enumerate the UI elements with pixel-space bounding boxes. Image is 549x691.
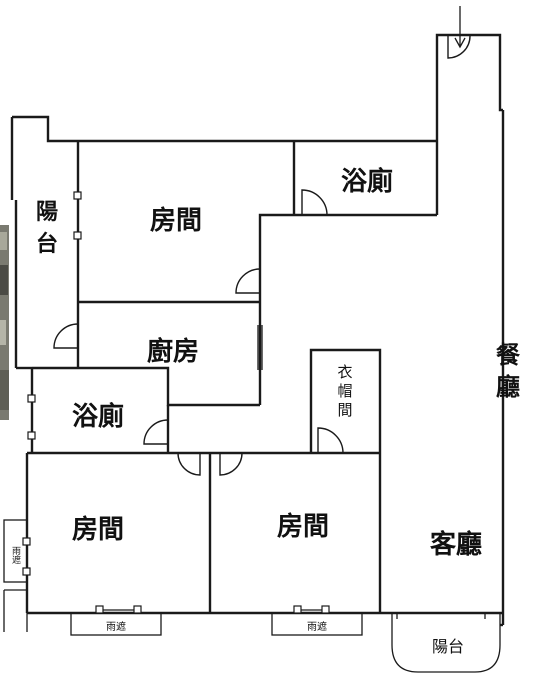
entrance-arrow-icon xyxy=(454,6,466,49)
windows xyxy=(22,191,486,619)
label-bedroom-right: 房間 xyxy=(277,512,329,542)
label-living: 客廳 xyxy=(430,529,482,560)
rain-shelter-bottom-left xyxy=(70,612,162,636)
label-dining-top: 餐 xyxy=(496,340,521,369)
label-bath-top: 浴廁 xyxy=(341,166,393,197)
label-bedroom-left: 房間 xyxy=(72,515,124,545)
label-balcony-bottom: 陽台 xyxy=(432,637,464,656)
balcony-bottom xyxy=(391,613,501,673)
label-closet-bottom: 間 xyxy=(337,401,352,419)
label-bedroom-top: 房間 xyxy=(150,206,202,236)
rain-shelter-left xyxy=(3,519,28,632)
label-rain-shelter-left: 雨遮 xyxy=(10,546,21,565)
doors xyxy=(53,35,471,476)
label-balcony-left-bottom: 台 xyxy=(36,231,58,257)
label-closet-top: 衣 xyxy=(337,363,352,381)
label-kitchen: 廚房 xyxy=(147,336,199,367)
photo-edge xyxy=(0,225,9,420)
label-bath-left: 浴廁 xyxy=(72,401,124,432)
label-balcony-left-top: 陽 xyxy=(36,199,58,225)
label-rain-shelter-bottom-left: 雨遮 xyxy=(106,620,126,633)
label-closet-mid: 帽 xyxy=(337,382,352,400)
label-rain-shelter-bottom-right: 雨遮 xyxy=(307,620,327,633)
label-dining-bottom: 廳 xyxy=(496,372,520,401)
rain-shelter-bottom-right xyxy=(271,612,363,636)
